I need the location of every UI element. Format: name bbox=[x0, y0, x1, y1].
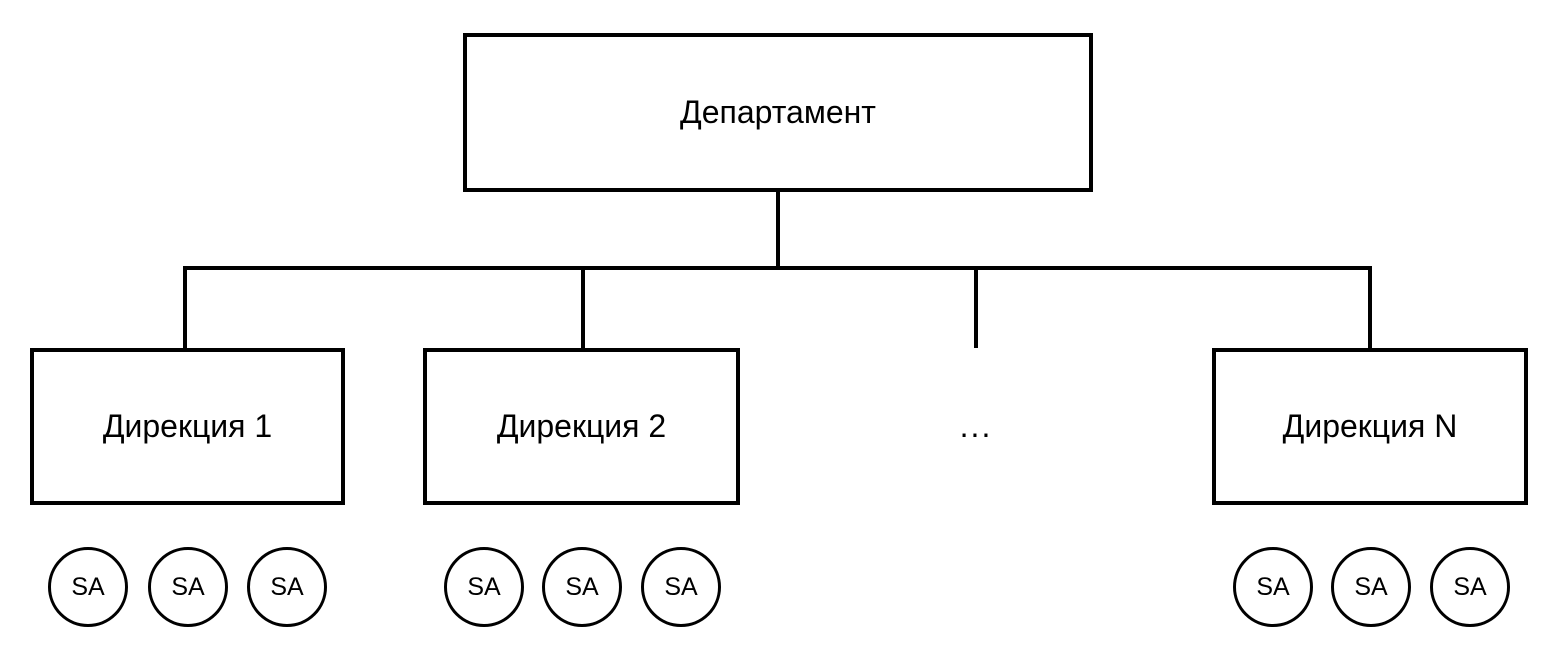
node-direction-1: Дирекция 1 bbox=[30, 348, 345, 505]
sa-circle: SA bbox=[641, 547, 721, 627]
connector-drop-direction-1 bbox=[183, 266, 187, 348]
connector-horizontal-bar bbox=[183, 266, 1372, 270]
ellipsis-label: ... bbox=[959, 408, 993, 444]
connector-root-stem bbox=[776, 192, 780, 268]
node-department: Департамент bbox=[463, 33, 1093, 192]
connector-drop-direction-n bbox=[1368, 266, 1372, 348]
sa-circle: SA bbox=[1331, 547, 1411, 627]
connector-drop-ellipsis bbox=[974, 266, 978, 348]
connector-drop-direction-2 bbox=[581, 266, 585, 348]
sa-circle: SA bbox=[48, 547, 128, 627]
node-direction-2-label: Дирекция 2 bbox=[496, 408, 667, 445]
sa-circle-label: SA bbox=[71, 572, 105, 601]
sa-circle-label: SA bbox=[171, 572, 205, 601]
sa-circle: SA bbox=[1430, 547, 1510, 627]
sa-circle: SA bbox=[444, 547, 524, 627]
sa-circle-label: SA bbox=[467, 572, 501, 601]
sa-circle-label: SA bbox=[565, 572, 599, 601]
node-direction-2: Дирекция 2 bbox=[423, 348, 740, 505]
node-direction-n: Дирекция N bbox=[1212, 348, 1528, 505]
sa-circle: SA bbox=[1233, 547, 1313, 627]
sa-circle-label: SA bbox=[664, 572, 698, 601]
ellipsis-placeholder: ... bbox=[896, 348, 1056, 505]
node-department-label: Департамент bbox=[680, 94, 876, 131]
node-direction-1-label: Дирекция 1 bbox=[102, 408, 273, 445]
node-direction-n-label: Дирекция N bbox=[1282, 408, 1458, 445]
sa-circle: SA bbox=[148, 547, 228, 627]
sa-circle-label: SA bbox=[270, 572, 304, 601]
sa-circle-label: SA bbox=[1453, 572, 1487, 601]
sa-circle-label: SA bbox=[1256, 572, 1290, 601]
sa-circle-label: SA bbox=[1354, 572, 1388, 601]
sa-circle: SA bbox=[542, 547, 622, 627]
sa-circle: SA bbox=[247, 547, 327, 627]
